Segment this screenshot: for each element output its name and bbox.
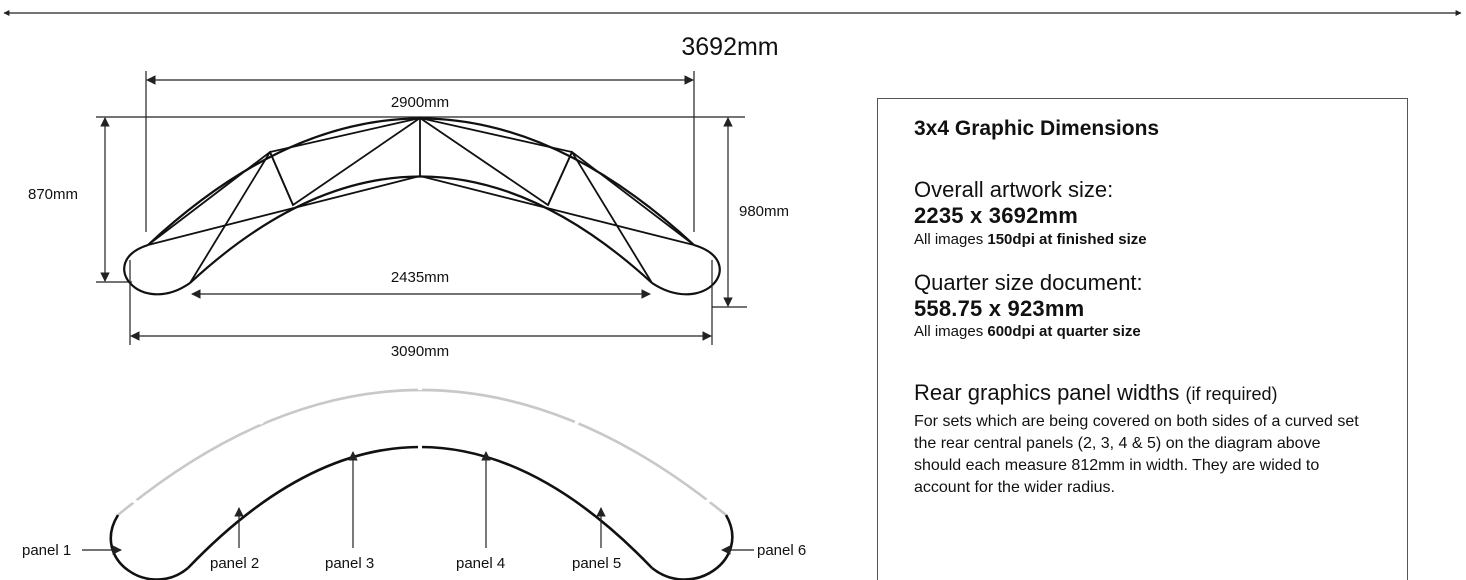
right-height-label: 980mm (739, 203, 789, 220)
overall-size-note: All images 150dpi at finished size (914, 230, 1147, 248)
quarter-size-note: All images 600dpi at quarter size (914, 323, 1141, 341)
truss-bracing (147, 116, 695, 284)
left-end-cap (109, 514, 189, 580)
base-width-label: 3090mm (391, 343, 449, 360)
quarter-size-heading: Quarter size document: (914, 269, 1143, 295)
panel-3-label: panel 3 (325, 555, 374, 572)
rear-panel-section: Rear graphics panel widths (if required)… (914, 380, 1407, 498)
rear-panel-heading: Rear graphics panel widths (if required) (914, 380, 1278, 406)
quarter-size-value: 558.75 x 923mm (914, 296, 1085, 322)
panel-5-label: panel 5 (572, 555, 621, 572)
quarter-size-section: Quarter size document: 558.75 x 923mm Al… (914, 270, 1407, 341)
panel-1-label: panel 1 (22, 542, 71, 559)
rear-arc (117, 388, 727, 517)
panel-4-label: panel 4 (456, 555, 505, 572)
arch-frame (123, 117, 721, 345)
panel-6-label: panel 6 (757, 542, 806, 559)
panel-title: 3x4 Graphic Dimensions (914, 117, 1160, 140)
panel-2-label: panel 2 (210, 555, 259, 572)
left-height-label: 870mm (28, 186, 78, 203)
rear-panel-paragraph: For sets which are being covered on both… (914, 412, 1359, 496)
right-end-cap (651, 514, 734, 580)
inner-width-label: 2435mm (391, 269, 449, 286)
front-arc (187, 445, 653, 569)
overall-size-value: 2235 x 3692mm (914, 203, 1079, 229)
graphic-dimensions-panel: 3x4 Graphic Dimensions Overall artwork s… (877, 98, 1408, 580)
panel-arch (109, 378, 734, 580)
overall-size-heading: Overall artwork size: (914, 177, 1114, 202)
overall-width-label: 3692mm (681, 33, 778, 61)
top-width-label: 2900mm (391, 94, 449, 111)
overall-size-section: Overall artwork size: 2235 x 3692mm All … (914, 177, 1407, 248)
